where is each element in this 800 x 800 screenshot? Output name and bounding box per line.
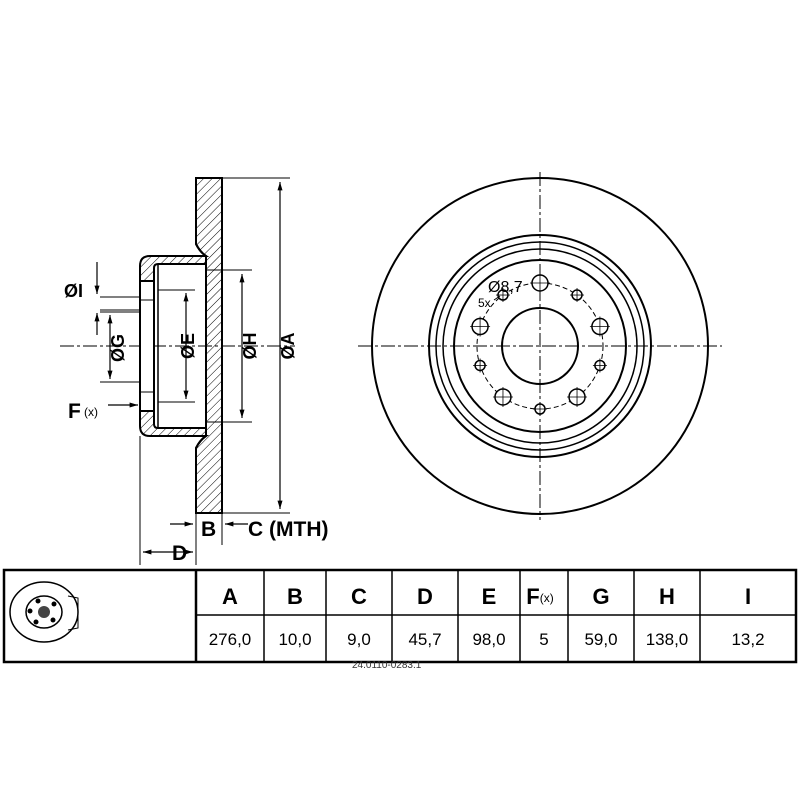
table-header-7: H	[659, 584, 675, 609]
threaded-hole	[592, 358, 607, 373]
table-value-4: 98,0	[472, 630, 505, 649]
table-value-3: 45,7	[408, 630, 441, 649]
part-number: 24.0110-0283.1	[352, 660, 422, 671]
table-value-6: 59,0	[584, 630, 617, 649]
disc-thumbnail	[9, 581, 79, 643]
table-header-3: D	[417, 584, 433, 609]
dimension-table: A 276,0 B 10,0 C 9,0 D 45,7 E 98,0 F(x) 5 G 59,0 H 138,…	[2, 568, 798, 671]
label-bolt-dia: Ø8,7	[488, 279, 523, 296]
table-header-6: G	[592, 584, 609, 609]
label-dia-i: ØI	[64, 281, 83, 301]
hat-flange-top	[139, 243, 210, 282]
table-header-0: A	[222, 584, 238, 609]
side-section-view: ØI ØG ØE ØH ØA F (x) B C (MTH) D	[60, 177, 328, 565]
threaded-hole	[570, 288, 585, 303]
hat-flange-bottom	[139, 410, 210, 449]
bolt-hole	[589, 316, 610, 337]
label-f: F	[68, 400, 81, 423]
table-header-5: F(x)	[526, 584, 553, 609]
table-value-1: 10,0	[278, 630, 311, 649]
threaded-hole	[495, 288, 510, 303]
table-header-4: E	[482, 584, 497, 609]
label-dia-g: ØG	[108, 334, 128, 362]
threaded-hole	[533, 402, 547, 416]
hat-face	[139, 280, 155, 412]
table-value-7: 138,0	[646, 630, 689, 649]
label-d: D	[172, 542, 187, 565]
table-value-8: 13,2	[731, 630, 764, 649]
bolt-hole	[492, 386, 513, 407]
table-header-2: C	[351, 584, 367, 609]
bolt-hole	[470, 316, 491, 337]
bolt-hole	[567, 386, 588, 407]
hole-group	[470, 273, 610, 416]
label-bolt-count: 5x	[478, 296, 491, 310]
label-dia-h: ØH	[240, 333, 260, 360]
label-f-sub: (x)	[84, 405, 98, 419]
label-dia-a: ØA	[278, 332, 298, 359]
bolt-hole	[530, 273, 550, 293]
label-c-mth: C (MTH)	[248, 518, 328, 541]
table-value-0: 276,0	[209, 630, 252, 649]
label-dia-e: ØE	[178, 333, 198, 359]
table-value-2: 9,0	[347, 630, 371, 649]
table-header-1: B	[287, 584, 303, 609]
table-header-8: I	[745, 584, 751, 609]
label-b: B	[201, 518, 216, 541]
threaded-hole	[473, 358, 488, 373]
table-value-5: 5	[539, 630, 548, 649]
front-view: Ø8,7 5x	[358, 172, 722, 520]
